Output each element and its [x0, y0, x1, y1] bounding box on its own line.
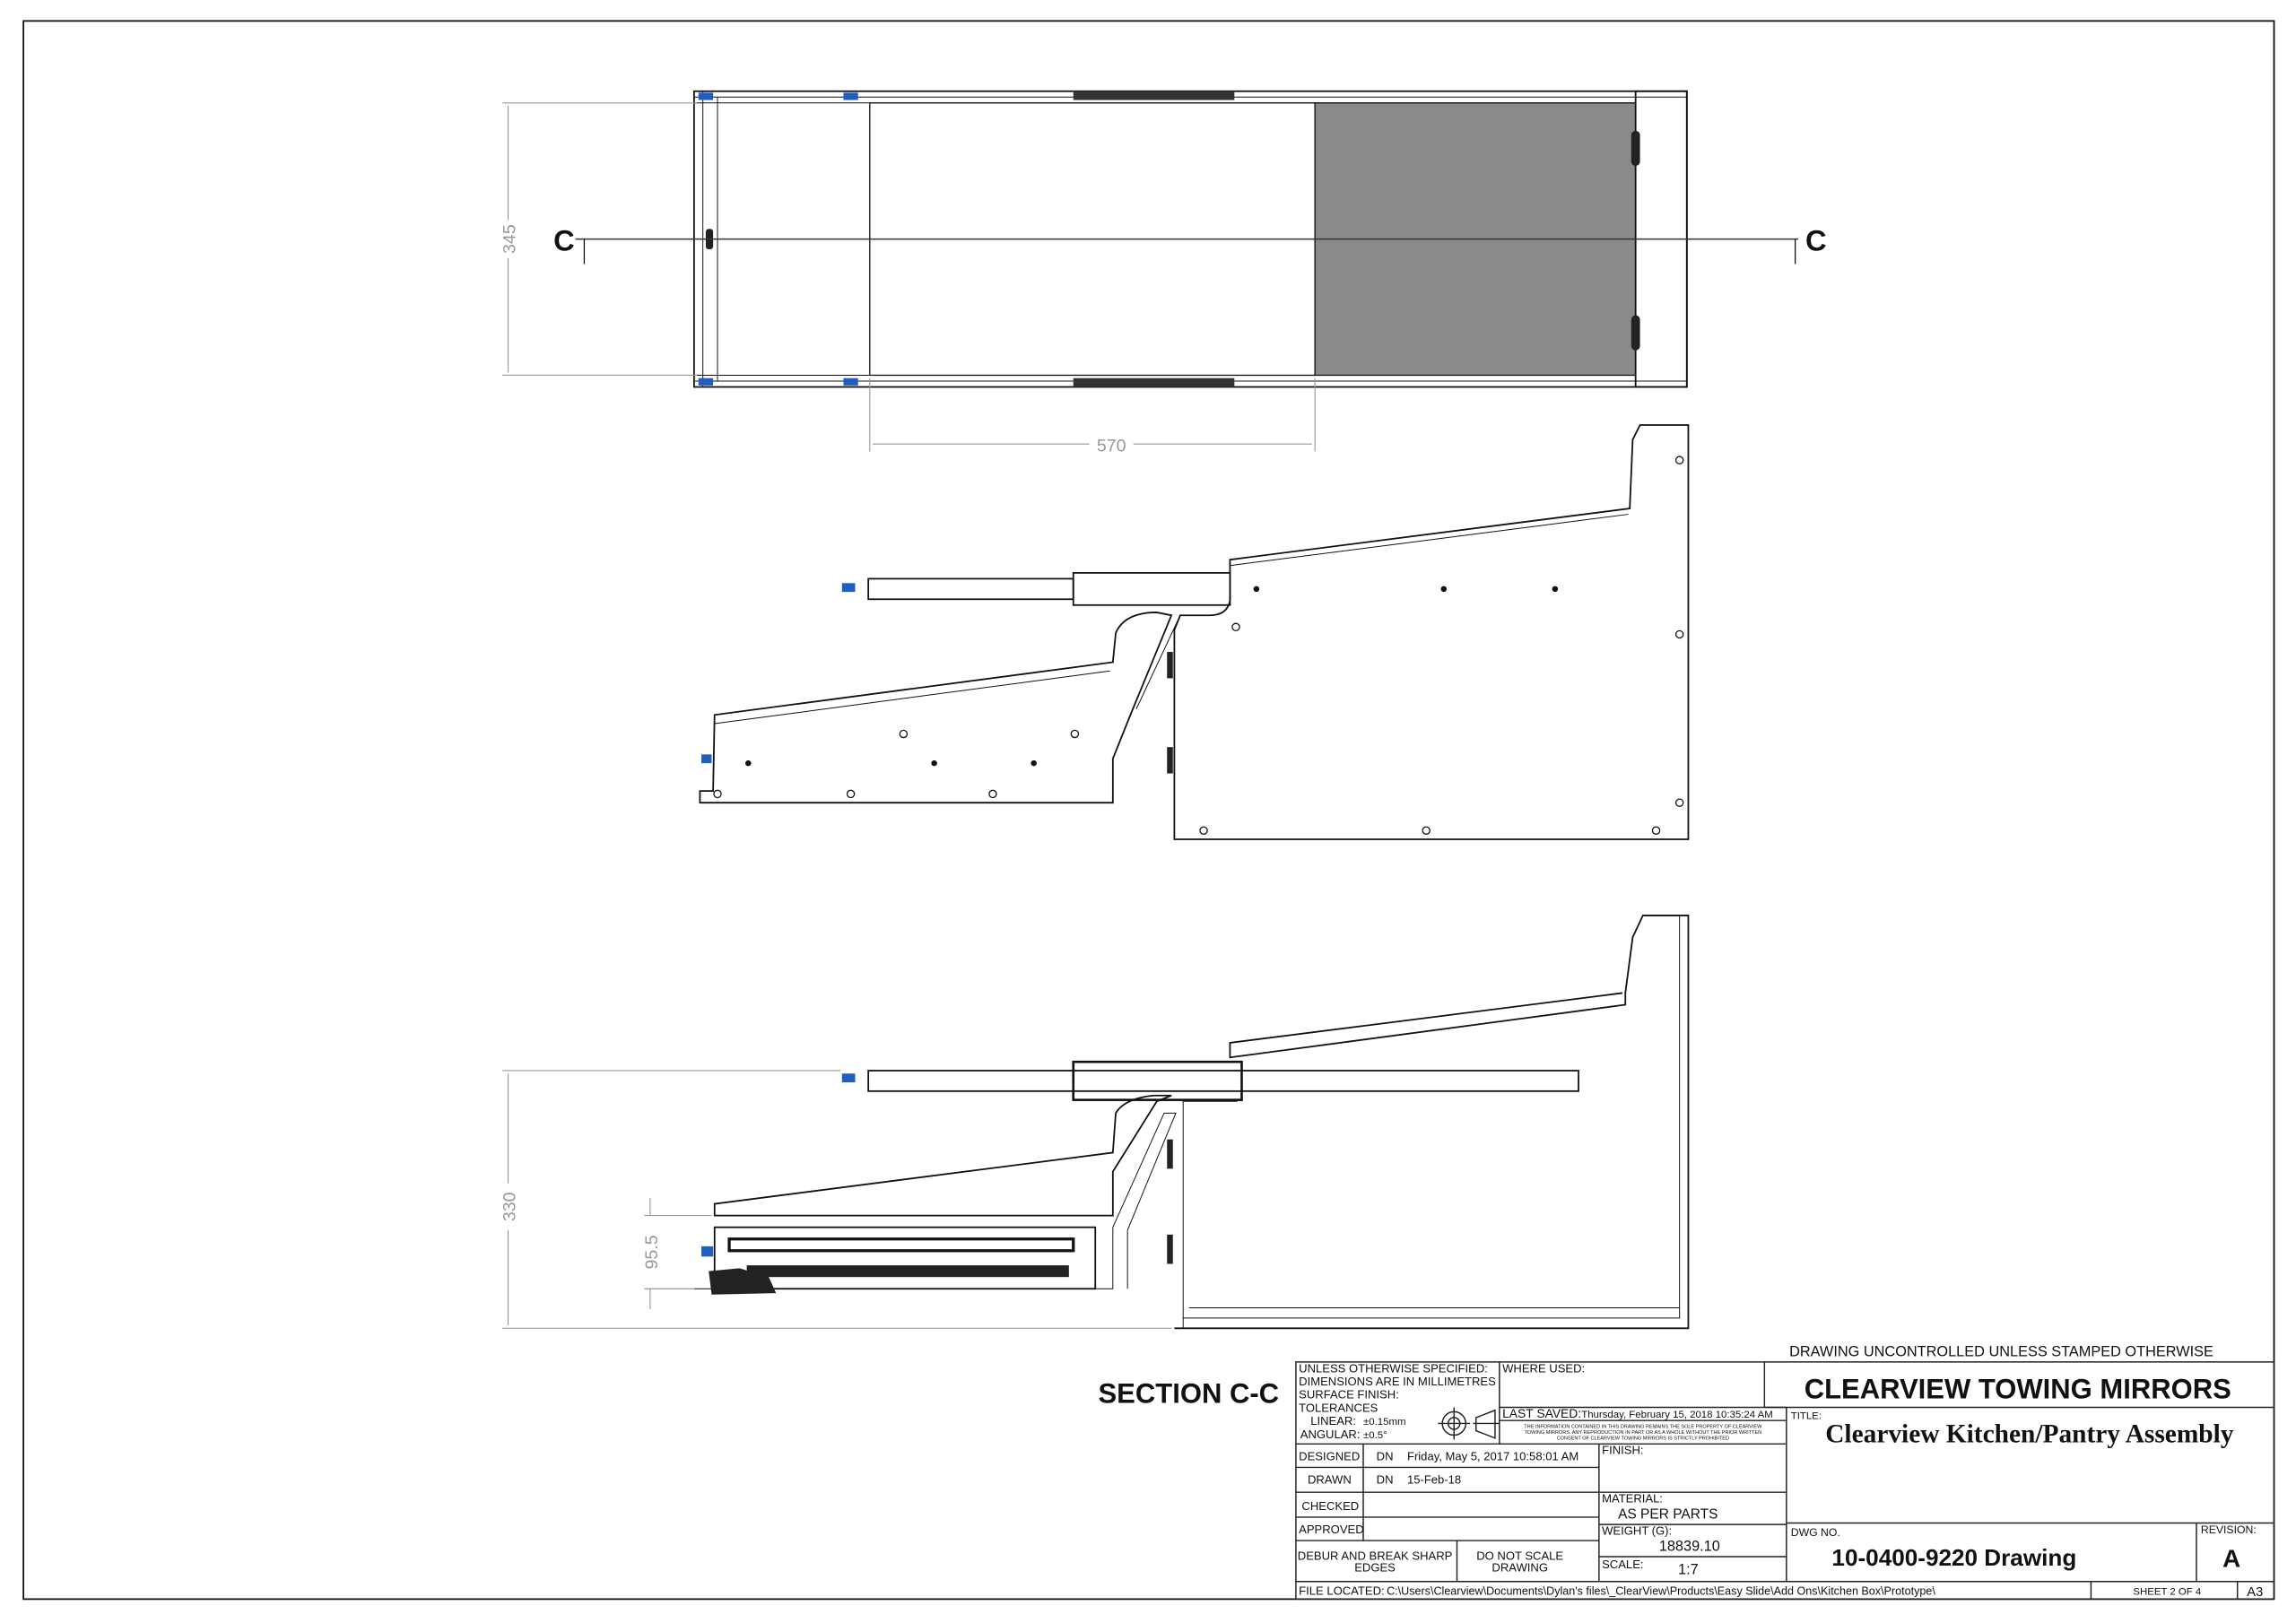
- section-view: 330 95.5 SECTION C-C: [500, 915, 1690, 1410]
- sheet-number: SHEET 2 OF 4: [2133, 1586, 2202, 1597]
- dimension-330: 330: [500, 1192, 520, 1221]
- scale-label: SCALE:: [1602, 1558, 1643, 1571]
- approved-label: APPROVED: [1299, 1523, 1364, 1536]
- slide-tip: [841, 1073, 856, 1083]
- material-value: AS PER PARTS: [1618, 1507, 1718, 1523]
- dimension-570: 570: [1097, 436, 1126, 456]
- section-marker-right: C: [1805, 224, 1827, 257]
- slide-tip: [843, 92, 858, 100]
- designed-label: DESIGNED: [1299, 1449, 1360, 1462]
- debur-note: EDGES: [1354, 1560, 1396, 1574]
- company-name: CLEARVIEW TOWING MIRRORS: [1805, 1374, 2231, 1405]
- top-view: C C 345 570: [500, 90, 1827, 456]
- spec-line: SURFACE FINISH:: [1299, 1388, 1399, 1402]
- drawn-label: DRAWN: [1308, 1472, 1352, 1486]
- revision-label: REVISION:: [2201, 1523, 2257, 1536]
- side-view: [699, 424, 1690, 840]
- section-marker-left: C: [553, 224, 575, 257]
- uncontrolled-note: DRAWING UNCONTROLLED UNLESS STAMPED OTHE…: [1789, 1343, 2213, 1359]
- no-scale-note: DO NOT SCALE: [1476, 1549, 1563, 1562]
- drawer-slide: [867, 577, 1074, 601]
- notice-line: THE INFORMATION CONTAINED IN THIS DRAWIN…: [1524, 1424, 1762, 1429]
- dimension-95-5: 95.5: [642, 1235, 662, 1269]
- spec-line: DIMENSIONS ARE IN MILLIMETRES: [1299, 1375, 1496, 1388]
- checked-label: CHECKED: [1301, 1499, 1359, 1513]
- drawn-by: DN: [1377, 1472, 1394, 1486]
- linear-value: ±0.15mm: [1363, 1417, 1405, 1428]
- last-saved-value: Thursday, February 15, 2018 10:35:24 AM: [1581, 1410, 1772, 1420]
- weight-value: 18839.10: [1659, 1538, 1720, 1554]
- notice-line: TOWING MIRRORS. ANY REPRODUCTION IN PART…: [1525, 1430, 1762, 1436]
- last-saved-label: LAST SAVED:: [1502, 1406, 1581, 1420]
- spec-line: UNLESS OTHERWISE SPECIFIED:: [1299, 1361, 1488, 1375]
- spec-line: TOLERANCES: [1299, 1401, 1378, 1414]
- slide-housing: [1072, 571, 1231, 606]
- cabinet-section: [1174, 915, 1690, 1330]
- slide-tip: [701, 754, 712, 764]
- handle-slot: [1631, 315, 1640, 351]
- dwg-no-value: 10-0400-9220 Drawing: [1831, 1544, 2076, 1571]
- slide-tip: [698, 378, 714, 386]
- slide-rail: [1073, 378, 1235, 387]
- section-label: SECTION C-C: [1098, 1378, 1279, 1410]
- third-angle-projection-icon: [1438, 1407, 1500, 1440]
- slide-tip: [701, 1245, 714, 1257]
- angular-label: ANGULAR:: [1300, 1428, 1361, 1441]
- linear-label: LINEAR:: [1310, 1414, 1356, 1428]
- drawer-slide: [867, 1070, 1579, 1092]
- slide-housing: [1072, 1060, 1243, 1101]
- notice-line: CONSENT OF CLEARVIEW TOWING MIRRORS IS S…: [1557, 1436, 1729, 1441]
- latch: [709, 1268, 777, 1295]
- drawer-body: [699, 612, 1173, 804]
- drawer-slide-lower: [713, 1226, 1097, 1290]
- slide-rail: [1073, 91, 1235, 100]
- angular-value: ±0.5°: [1363, 1430, 1387, 1441]
- mounting-holes: [713, 456, 1684, 835]
- dimension-345: 345: [500, 224, 520, 254]
- where-used-label: WHERE USED:: [1502, 1361, 1585, 1375]
- scale-value: 1:7: [1678, 1562, 1699, 1578]
- handle-slot: [1631, 130, 1640, 166]
- no-scale-note: DRAWING: [1492, 1560, 1548, 1574]
- material-label: MATERIAL:: [1602, 1492, 1663, 1506]
- title-block: DRAWING UNCONTROLLED UNLESS STAMPED OTHE…: [1295, 1343, 2275, 1600]
- file-located-path: C:\Users\Clearview\Documents\Dylan's fil…: [1387, 1584, 1935, 1597]
- file-located-label: FILE LOCATED:: [1299, 1584, 1384, 1597]
- slide-tip: [843, 378, 858, 386]
- designed-date: Friday, May 5, 2017 10:58:01 AM: [1407, 1449, 1578, 1462]
- slide-tip: [698, 92, 714, 100]
- debur-note: DEBUR AND BREAK SHARP: [1298, 1549, 1453, 1562]
- dwg-no-label: DWG NO.: [1791, 1526, 1840, 1539]
- weight-label: WEIGHT (G):: [1602, 1524, 1672, 1538]
- sheet-border: [22, 20, 2275, 1601]
- drawn-date: 15-Feb-18: [1407, 1472, 1461, 1486]
- cabinet-body: [1173, 424, 1690, 840]
- designed-by: DN: [1377, 1449, 1394, 1462]
- finish-label: FINISH:: [1602, 1444, 1643, 1457]
- slide-tip: [841, 583, 856, 593]
- revision-value: A: [2222, 1544, 2240, 1572]
- drawing-title: Clearview Kitchen/Pantry Assembly: [1825, 1420, 2234, 1449]
- title-label: TITLE:: [1791, 1411, 1822, 1422]
- paper-size: A3: [2247, 1585, 2263, 1600]
- drawer-section: [713, 1094, 1172, 1217]
